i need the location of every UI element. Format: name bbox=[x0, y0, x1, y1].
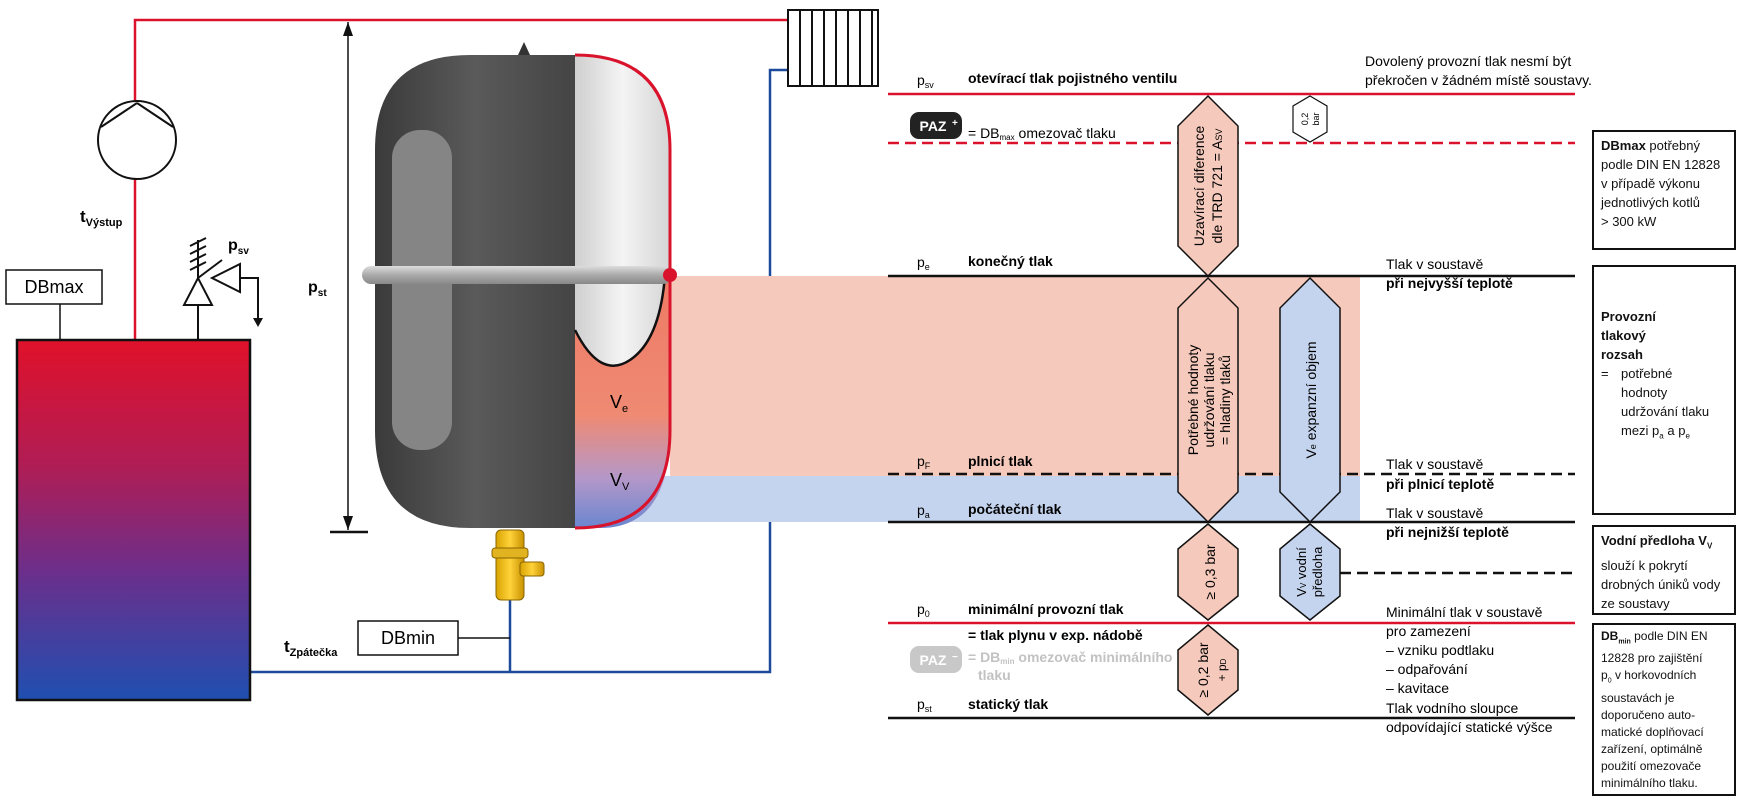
paz-minus-text: = DBmin omezovač minimálního bbox=[968, 649, 1172, 666]
t-zpatecka-label: tZpátečka bbox=[284, 637, 338, 659]
hex-min-0-2-bar: ≥ 0,2 bar + pD bbox=[1177, 624, 1239, 716]
level-pe-label: konečný tlak bbox=[968, 253, 1053, 269]
svg-text:bar: bar bbox=[1311, 112, 1321, 125]
svg-text:PAZ: PAZ bbox=[920, 118, 947, 134]
dbmin-note-box: DBmin podle DIN EN 12828 pro zajištění p… bbox=[1592, 623, 1736, 796]
min-reason-2: – odpařování bbox=[1386, 661, 1468, 677]
level-pa-label: počáteční tlak bbox=[968, 501, 1062, 517]
supply-pipe bbox=[133, 18, 790, 343]
v-v-label: VV bbox=[610, 470, 630, 493]
svg-text:VV vodní: VV vodní bbox=[1294, 547, 1309, 597]
svg-text:Uzavírací diference: Uzavírací diference bbox=[1191, 125, 1207, 246]
paz-plus-badge: PAZ + bbox=[910, 112, 962, 139]
svg-text:≥ 0,2 bar: ≥ 0,2 bar bbox=[1195, 642, 1211, 697]
hex-expansion-volume: Ve expanzní objem bbox=[1279, 276, 1341, 524]
svg-text:Ve expanzní objem: Ve expanzní objem bbox=[1303, 341, 1319, 458]
hex-pressure-levels: Potřebné hodnoty udržování tlaku = hladi… bbox=[1177, 276, 1239, 524]
gas-pressure-label: = tlak plynu v exp. nádobě bbox=[968, 627, 1143, 643]
top-note-2: překročen v žádném místě soustavy. bbox=[1365, 72, 1592, 88]
tank-valve-icon bbox=[491, 529, 545, 601]
water-reserve-note-box: Vodní předloha VV slouží k pokrytí drobn… bbox=[1592, 525, 1736, 615]
svg-text:PAZ: PAZ bbox=[920, 652, 947, 668]
level-pst-label: statický tlak bbox=[968, 696, 1048, 712]
svg-text:0,2: 0,2 bbox=[1300, 113, 1310, 126]
svg-text:−: − bbox=[952, 652, 958, 663]
dbmax-label: DBmax bbox=[24, 277, 83, 297]
level-pf-right-2: při plnicí teplotě bbox=[1386, 476, 1494, 492]
safety-valve-icon bbox=[135, 237, 263, 341]
t-vystup-label: tVýstup bbox=[80, 207, 123, 229]
level-psv-label: otevírací tlak pojistného ventilu bbox=[968, 70, 1177, 86]
svg-text:= hladiny tlaků: = hladiny tlaků bbox=[1217, 355, 1233, 445]
level-pe-right-1: Tlak v soustavě bbox=[1386, 256, 1483, 272]
v-e-label: Ve bbox=[610, 392, 628, 415]
boiler bbox=[15, 338, 252, 702]
level-pe-sym: pe bbox=[917, 254, 930, 272]
static-height-dimension bbox=[330, 22, 368, 534]
top-note-1: Dovolený provozní tlak nesmí být bbox=[1365, 53, 1571, 69]
svg-text:+: + bbox=[952, 118, 958, 129]
min-reason-0: pro zamezení bbox=[1386, 623, 1471, 639]
svg-text:+ pD: + pD bbox=[1215, 658, 1229, 681]
dbmax-note-box: DBmax potřebný podle DIN EN 12828 v příp… bbox=[1592, 130, 1736, 250]
level-pf-label: plnicí tlak bbox=[968, 453, 1033, 469]
dbmax-box bbox=[5, 269, 103, 305]
level-pa-right-1: Tlak v soustavě bbox=[1386, 505, 1483, 521]
radiator-icon bbox=[787, 9, 879, 87]
svg-text:dle TRD 721 = ASV: dle TRD 721 = ASV bbox=[1209, 129, 1225, 244]
hex-0-2-bar: 0,2 bar bbox=[1292, 95, 1328, 143]
svg-text:předloha: předloha bbox=[1310, 546, 1325, 597]
level-pa-sym: pa bbox=[917, 502, 930, 520]
svg-text:Potřebné hodnoty: Potřebné hodnoty bbox=[1185, 345, 1201, 456]
level-pst-sym: pst bbox=[917, 696, 932, 714]
paz-plus-text: = DBmax omezovač tlaku bbox=[968, 125, 1116, 142]
level-psv-sym: psv bbox=[917, 72, 934, 90]
hex-closing-difference: Uzavírací diference dle TRD 721 = ASV bbox=[1177, 94, 1239, 278]
expansion-tank bbox=[362, 42, 677, 530]
operating-range-box: Provozní tlakový rozsah = potřebné hodno… bbox=[1592, 265, 1736, 515]
level-pe-right-2: při nejvyšší teplotě bbox=[1386, 275, 1513, 291]
level-pst-right-2: odpovídající statické výšce bbox=[1386, 719, 1553, 735]
hex-min-0-3-bar: ≥ 0,3 bar bbox=[1177, 523, 1239, 621]
p-st-left-label: pst bbox=[308, 279, 327, 299]
min-reason-3: – kavitace bbox=[1386, 680, 1449, 696]
paz-minus-text-2: tlaku bbox=[978, 667, 1011, 683]
paz-minus-badge: PAZ − bbox=[910, 646, 962, 673]
hex-water-reserve: VV vodní předloha bbox=[1279, 523, 1341, 621]
pump-icon bbox=[97, 100, 177, 180]
level-pf-sym: pF bbox=[917, 453, 931, 471]
svg-text:≥ 0,3 bar: ≥ 0,3 bar bbox=[1202, 544, 1218, 599]
svg-text:udržování tlaku: udržování tlaku bbox=[1201, 353, 1217, 448]
dbmin-label: DBmin bbox=[381, 628, 435, 648]
level-p0-sym: p0 bbox=[917, 601, 930, 619]
level-p0-label: minimální provozní tlak bbox=[968, 601, 1124, 617]
operating-range-band bbox=[670, 276, 1360, 476]
p-sv-left-label: psv bbox=[228, 237, 249, 257]
level-pst-right-1: Tlak vodního sloupce bbox=[1386, 700, 1519, 716]
level-p0-right-1: Minimální tlak v soustavě bbox=[1386, 604, 1543, 620]
level-pf-right-1: Tlak v soustavě bbox=[1386, 456, 1483, 472]
min-reason-1: – vzniku podtlaku bbox=[1386, 642, 1494, 658]
level-pa-right-2: při nejnižší teplotě bbox=[1386, 524, 1509, 540]
